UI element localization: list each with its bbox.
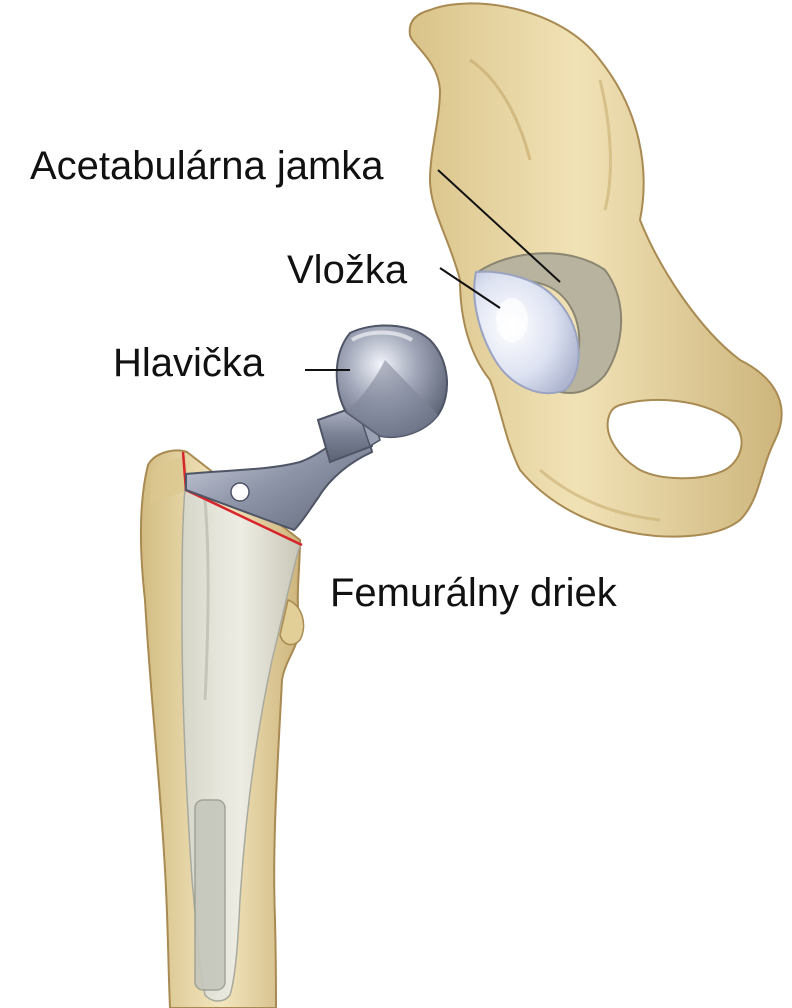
label-liner: Vložka (287, 250, 407, 290)
label-acetabular-cup: Acetabulárna jamka (30, 146, 384, 186)
label-femoral-stem: Femurálny driek (330, 573, 617, 613)
label-head: Hlavička (113, 343, 264, 383)
